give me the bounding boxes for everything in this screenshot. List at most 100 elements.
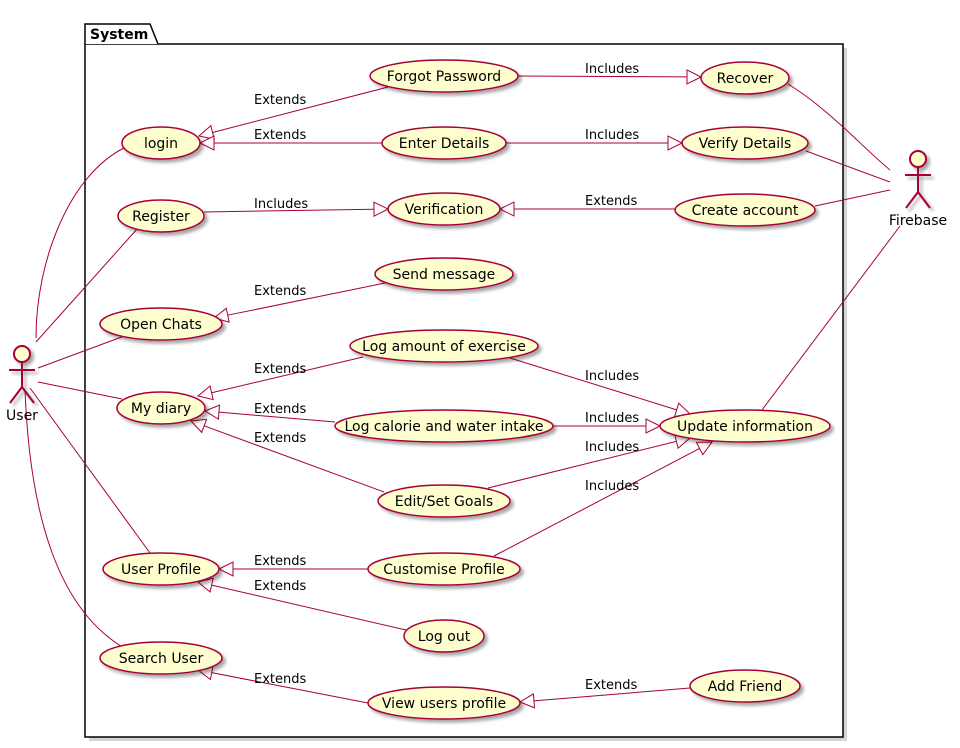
arrowhead-icon: [217, 561, 234, 577]
usecase-ellipse: [99, 641, 223, 675]
relation-log_exercise-update_info: Includes: [509, 357, 692, 418]
relation-label: Includes: [585, 479, 639, 494]
usecase-label: login: [144, 136, 178, 152]
usecase-label: Enter Details: [399, 136, 490, 152]
usecase-ellipse: [116, 391, 206, 425]
relation-register-verification: Includes: [203, 197, 390, 218]
relation-label: Extends: [254, 579, 306, 594]
usecase-ellipse: [367, 686, 521, 720]
relation-label: Extends: [254, 402, 306, 417]
usecase-user-profile: User Profile: [102, 552, 220, 586]
usecase-ellipse: [381, 126, 507, 160]
usecase-forgot-password: Forgot Password: [369, 59, 519, 93]
association-line-firebase-recover: [787, 83, 891, 171]
usecase-verification: Verification: [387, 192, 501, 226]
relation-customise_profile-update_info: Includes: [493, 441, 713, 557]
relation-forgot_password-login: Extends: [197, 86, 389, 140]
association-line-user-user_profile: [29, 387, 151, 554]
usecase-label: User Profile: [121, 562, 201, 578]
relation-line: [517, 75, 688, 78]
usecase-ellipse: [681, 126, 809, 160]
relation-log_exercise-my_diary: Extends: [196, 356, 364, 401]
arrowhead-icon: [189, 418, 208, 434]
usecase-label: Send message: [393, 267, 496, 283]
usecase-customise-profile: Customise Profile: [367, 552, 521, 586]
association-line-firebase-update_info: [761, 225, 901, 411]
usecase-label: Recover: [717, 71, 774, 87]
relation-log_calorie-my_diary: Extends: [203, 402, 336, 423]
relation-create_account-verification: Extends: [498, 194, 675, 217]
usecase-ellipse: [700, 61, 790, 95]
usecase-label: Verification: [405, 202, 484, 218]
relation-forgot_password-recover: Includes: [517, 62, 703, 85]
arrowhead-icon: [198, 135, 215, 151]
usecase-log-out: Log out: [403, 619, 485, 653]
actor-stick-figure-icon: [9, 345, 35, 404]
relation-line: [203, 425, 385, 493]
relation-customise_profile-user_profile: Extends: [217, 554, 368, 577]
arrowhead-icon: [196, 577, 214, 593]
relation-log_calorie-update_info: Includes: [553, 411, 662, 434]
actor-stick-figure-icon: [905, 150, 931, 209]
relation-label: Extends: [254, 128, 306, 143]
usecase-ellipse: [387, 192, 501, 226]
usecase-ellipse: [102, 552, 220, 586]
actors: User Firebase: [6, 150, 947, 424]
association-line-user-register: [35, 227, 139, 343]
relation-edit_goals-my_diary: Extends: [189, 418, 385, 493]
relation-label: Extends: [585, 194, 637, 209]
relation-line: [218, 411, 336, 423]
usecase-log-exercise: Log amount of exercise: [349, 329, 539, 363]
usecase-search-user: Search User: [99, 641, 223, 675]
usecase-label: View users profile: [382, 696, 506, 712]
relation-label: Includes: [254, 197, 308, 212]
arrowhead-icon: [498, 201, 515, 217]
relation-enter_details-verify_details: Includes: [506, 128, 684, 151]
usecase-label: Customise Profile: [383, 562, 504, 578]
association-line-user-login: [35, 147, 125, 339]
association-line-user-open_chats: [37, 334, 128, 369]
usecase-ellipse: [99, 307, 223, 341]
relation-label: Extends: [254, 362, 306, 377]
relation-line: [211, 356, 364, 394]
association-line-user-my_diary: [37, 381, 123, 400]
usecase-recover: Recover: [700, 61, 790, 95]
usecase-label: Verify Details: [699, 136, 792, 152]
relation-label: Includes: [585, 440, 639, 455]
usecase-log-calorie: Log calorie and water intake: [334, 409, 554, 443]
relation-label: Includes: [585, 62, 639, 77]
usecase-label: Update information: [677, 419, 813, 435]
usecase-ellipse: [377, 484, 511, 518]
relation-line: [227, 282, 386, 316]
usecase-label: Open Chats: [120, 317, 202, 333]
usecase-label: Log calorie and water intake: [344, 419, 543, 435]
actor-user: User: [6, 345, 38, 424]
usecase-label: Log amount of exercise: [362, 339, 526, 355]
association-line-user-search_user: [24, 389, 125, 649]
usecase-edit-goals: Edit/Set Goals: [377, 484, 511, 518]
usecase-login: login: [121, 126, 201, 160]
usecase-label: Register: [132, 209, 190, 225]
usecase-ellipse: [367, 552, 521, 586]
usecase-label: My diary: [131, 401, 191, 417]
relation-line: [533, 687, 691, 702]
relation-line: [493, 448, 700, 557]
relation-enter_details-login: Extends: [198, 128, 382, 151]
association-line-firebase-create_account: [814, 189, 891, 207]
relation-line: [487, 440, 677, 489]
relation-line: [203, 208, 375, 213]
arrowhead-icon: [196, 385, 214, 401]
relation-line: [212, 86, 389, 133]
relation-label: Includes: [585, 369, 639, 384]
actor-firebase: Firebase: [889, 150, 947, 229]
usecase-add-friend: Add Friend: [689, 669, 801, 703]
system-package: System: [84, 23, 847, 741]
usecase-ellipse: [674, 193, 816, 227]
package-label: System: [90, 27, 148, 43]
association-lines: [24, 83, 901, 649]
usecase-register: Register: [117, 199, 205, 233]
relation-log_out-user_profile: Extends: [196, 577, 407, 631]
usecase-label: Search User: [119, 651, 204, 667]
